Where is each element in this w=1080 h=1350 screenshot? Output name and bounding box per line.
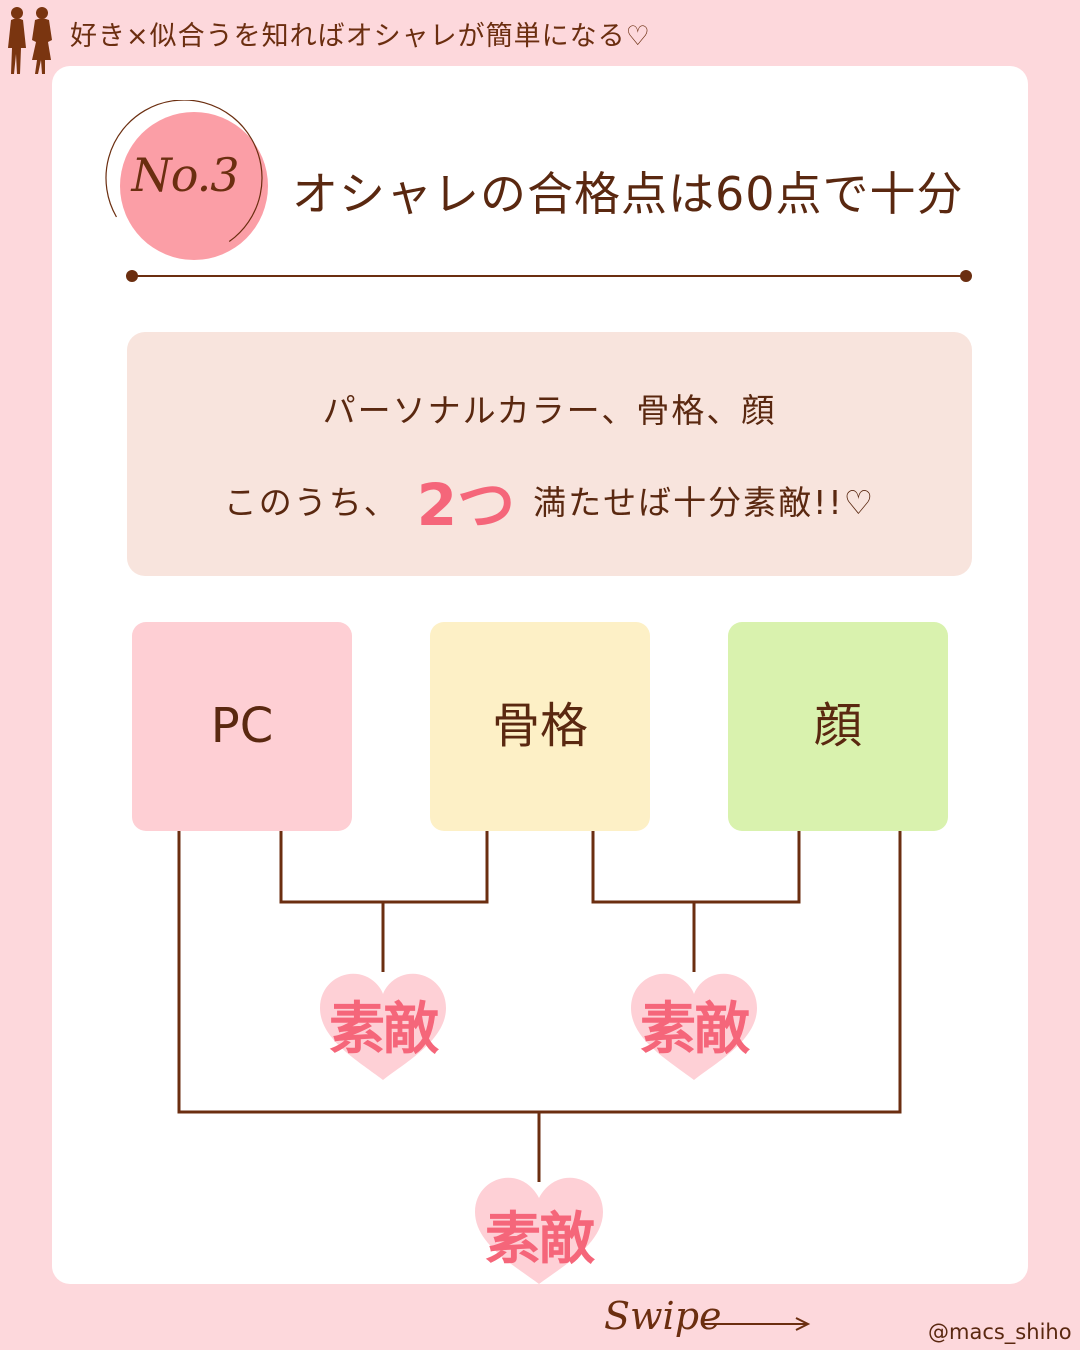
heart-right-icon [631,973,757,1080]
info-criteria-text: パーソナルカラー、骨格、顔 [322,391,777,430]
info-condition-text: このうち、 2つ満たせば十分素敵!!♡ [127,458,972,542]
info-box [127,332,972,576]
category-box-kokkaku [430,622,650,831]
arrow-right-icon [702,1317,811,1331]
info-condition-highlight: 2つ [416,471,516,539]
badge-number: No.3 [131,148,239,202]
number-badge-circle [105,100,268,260]
silhouette-women-icon [8,7,52,74]
category-box-pc [132,622,352,831]
heart-left-icon [320,973,446,1080]
category-label-pc: PC [210,698,274,754]
result-label-bottom: 素敵 [485,1207,595,1272]
account-handle: @macs_shiho [928,1320,1072,1344]
result-label-left: 素敵 [329,997,439,1062]
swipe-hint[interactable]: Swipe [604,1294,722,1338]
page-title: オシャレの合格点は60点で十分 [292,167,964,221]
result-label-right: 素敵 [640,997,750,1062]
header-tagline: 好き×似合うを知ればオシャレが簡単になる♡ [70,21,651,52]
category-label-kokkaku: 骨格 [491,698,588,754]
title-divider [126,270,972,282]
category-label-kao: 顔 [813,698,862,754]
info-condition-prefix: このうち、 [223,483,399,522]
heart-bottom-icon [475,1177,603,1284]
info-condition-suffix: 満たせば十分素敵!!♡ [533,483,876,522]
category-box-kao [728,622,948,831]
